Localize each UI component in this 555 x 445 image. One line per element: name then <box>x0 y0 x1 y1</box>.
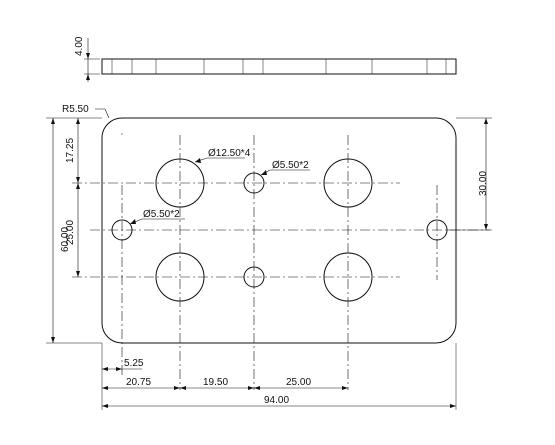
large-hole-label: Ø12.50*4 <box>208 148 251 159</box>
row-spacing-label: 25.00 <box>65 220 76 245</box>
side-view-hole-lines <box>111 59 447 74</box>
callouts: R5.50 Ø12.50*4 Ø5.50*2 Ø5.50*2 <box>62 104 310 225</box>
side-hole-offset-label: 5.25 <box>124 358 144 369</box>
vertical-dimensions: 60.00 17.25 25.00 30.00 <box>46 117 492 344</box>
side-hole-label: Ø5.50*2 <box>143 209 180 220</box>
center-hole <box>243 266 265 288</box>
plate-view <box>72 117 490 390</box>
side-view-outline <box>101 58 457 75</box>
center-to-large-label: 25.00 <box>286 377 311 388</box>
height-label: 60.00 <box>60 227 71 252</box>
side-hole-height-label: 30.00 <box>478 171 489 196</box>
thickness-label: 4.00 <box>74 36 85 56</box>
top-offset-label: 17.25 <box>65 138 76 163</box>
center-lines <box>72 135 490 390</box>
large-hole <box>155 158 205 208</box>
side-view: 4.00 <box>74 36 457 82</box>
large-to-center-label: 19.50 <box>203 377 228 388</box>
side-hole <box>111 219 133 241</box>
plate-outline <box>101 117 457 344</box>
center-hole-label: Ø5.50*2 <box>272 160 309 171</box>
horizontal-dimensions: 5.25 20.75 19.50 25.00 94.00 <box>101 343 457 410</box>
left-to-large-label: 20.75 <box>126 377 151 388</box>
center-hole <box>243 172 265 194</box>
large-hole <box>323 252 373 302</box>
width-label: 94.00 <box>264 395 289 406</box>
large-hole <box>323 158 373 208</box>
large-hole <box>155 252 205 302</box>
corner-radius-label: R5.50 <box>62 104 89 115</box>
